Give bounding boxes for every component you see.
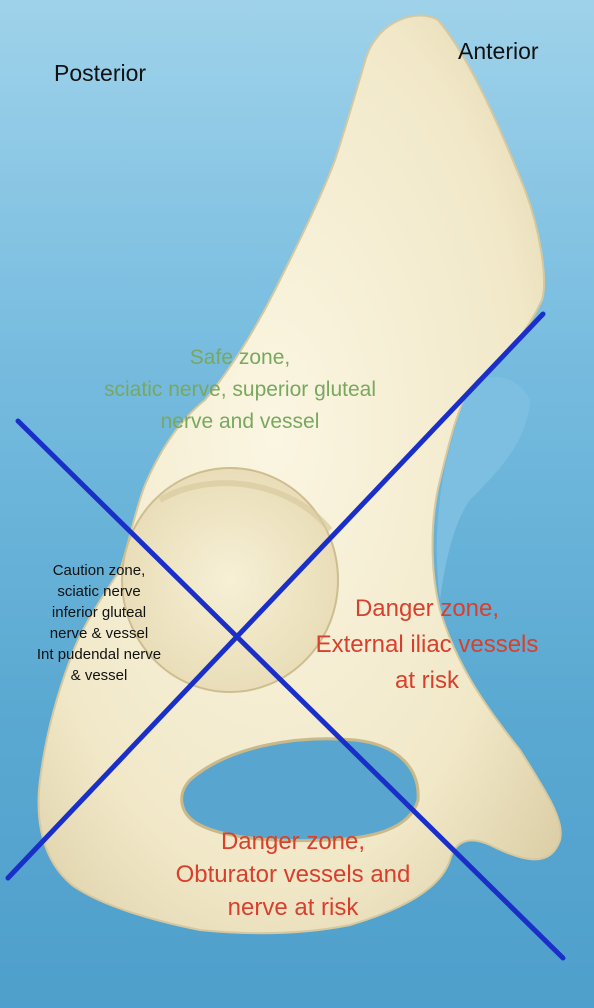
danger-obturator-line: nerve at risk — [108, 891, 478, 924]
caution-zone-line: Caution zone, — [4, 560, 194, 581]
caution-zone-line: inferior gluteal — [4, 602, 194, 623]
caution-zone-line: sciatic nerve — [4, 581, 194, 602]
caution-zone-line: Int pudendal nerve — [4, 644, 194, 665]
danger-obturator-line: Danger zone, — [108, 825, 478, 858]
safe-zone-label: Safe zone, sciatic nerve, superior glute… — [40, 342, 440, 438]
caution-zone-line: & vessel — [4, 665, 194, 686]
danger-iliac-line: at risk — [262, 663, 592, 699]
safe-zone-line: Safe zone, — [40, 342, 440, 374]
caution-zone-line: nerve & vessel — [4, 623, 194, 644]
danger-iliac-line: External iliac vessels — [262, 627, 592, 663]
danger-zone-obturator-label: Danger zone, Obturator vessels and nerve… — [108, 825, 478, 924]
safe-zone-line: sciatic nerve, superior gluteal — [40, 374, 440, 406]
posterior-label: Posterior — [54, 60, 146, 87]
danger-obturator-line: Obturator vessels and — [108, 858, 478, 891]
caution-zone-label: Caution zone, sciatic nerve inferior glu… — [4, 560, 194, 686]
danger-iliac-line: Danger zone, — [262, 591, 592, 627]
anterior-label: Anterior — [458, 38, 539, 65]
danger-zone-iliac-label: Danger zone, External iliac vessels at r… — [262, 591, 592, 699]
safe-zone-line: nerve and vessel — [40, 406, 440, 438]
